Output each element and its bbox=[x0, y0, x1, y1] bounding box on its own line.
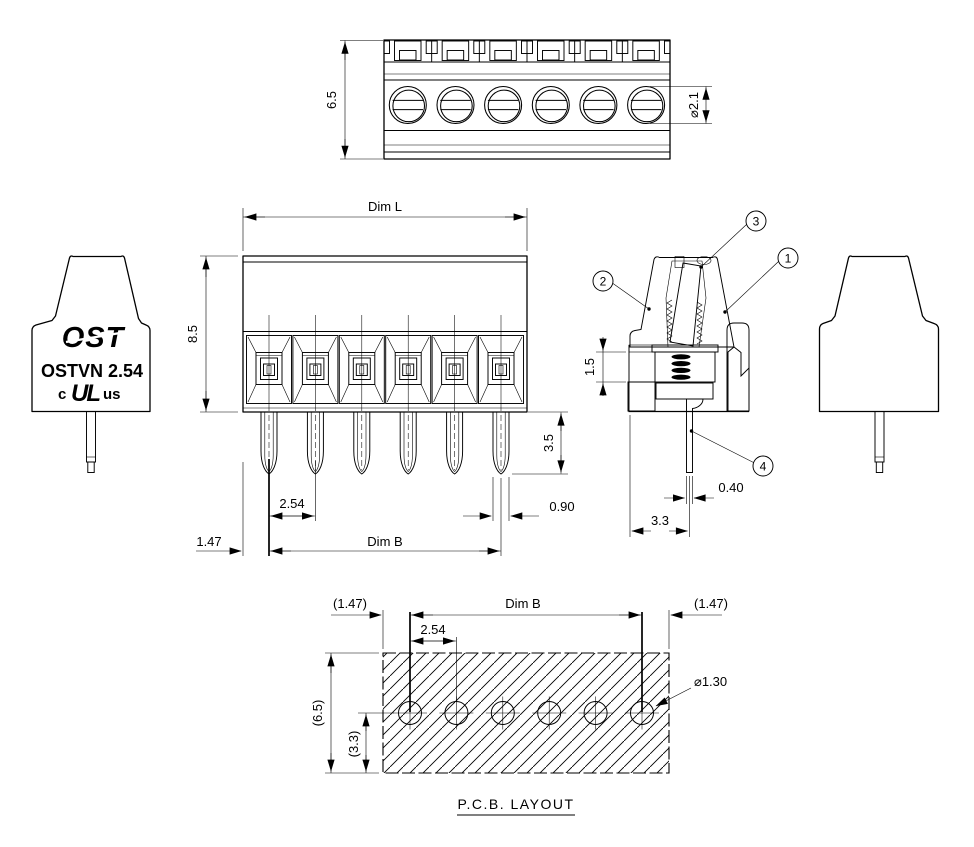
dim-pin-width-label: 0.90 bbox=[549, 499, 574, 514]
top-view bbox=[383, 39, 671, 160]
dim-wire-hole: 1.5 bbox=[582, 337, 626, 396]
section-wire-guard bbox=[674, 256, 685, 268]
pcb-right-offset-label: (1.47) bbox=[694, 596, 728, 611]
dim-l-label: Dim L bbox=[368, 199, 402, 214]
top-view-clamp-tabs bbox=[383, 40, 671, 62]
side-pin bbox=[86, 411, 96, 473]
cert-mark-us: us bbox=[103, 386, 121, 403]
dim-wire-hole-label: 1.5 bbox=[582, 358, 597, 376]
pcb-title-label: P.C.B. LAYOUT bbox=[457, 796, 574, 812]
side-pin bbox=[874, 411, 885, 473]
dim-pin-offset-label: 3.3 bbox=[651, 513, 669, 528]
dim-pin-width: 0.90 bbox=[463, 477, 575, 521]
pcb-title: P.C.B. LAYOUT bbox=[457, 796, 575, 816]
callout-3: 3 bbox=[699, 210, 767, 269]
callout-4-label: 4 bbox=[760, 460, 767, 474]
dim-pcb-right-offset: (1.47) bbox=[668, 596, 728, 649]
dim-pcb-hole-dia: ⌀1.30 bbox=[655, 674, 727, 707]
dim-body-height-label: 8.5 bbox=[185, 325, 200, 343]
dim-edge-offset-label: 1.47 bbox=[196, 534, 221, 549]
dim-pitch-front: 2.54 bbox=[268, 459, 316, 556]
front-view bbox=[242, 255, 528, 475]
callout-4: 4 bbox=[689, 429, 774, 477]
callout-1-label: 1 bbox=[785, 252, 792, 266]
dim-body-height: 8.5 bbox=[185, 255, 238, 413]
section-wire-chamber bbox=[654, 351, 716, 383]
section-rear-tab bbox=[726, 322, 750, 412]
dim-screw-dia-label: ⌀2.1 bbox=[686, 92, 701, 118]
section-thread-left bbox=[666, 299, 673, 343]
dim-pin-length-label: 3.5 bbox=[541, 434, 556, 452]
pcb-hole-dia-label: ⌀1.30 bbox=[694, 674, 727, 689]
section-contact-block bbox=[655, 382, 714, 400]
section-right-wall bbox=[727, 346, 750, 412]
side-view-left: OST OSTVN 2.54 c UL us bbox=[31, 255, 151, 473]
pcb-pitch-label: 2.54 bbox=[420, 622, 445, 637]
dim-pcb-hole-offset: (3.3) bbox=[346, 713, 370, 773]
dim-pitch-front-label: 2.54 bbox=[279, 496, 304, 511]
dim-section-pin-offset: 3.3 bbox=[629, 415, 690, 537]
section-wire-spring bbox=[671, 354, 691, 380]
section-screw-channel bbox=[665, 260, 707, 348]
dim-pcb-pitch: 2.54 bbox=[410, 622, 457, 702]
dim-top-height-label: 6.5 bbox=[324, 91, 339, 109]
callout-2: 2 bbox=[592, 270, 651, 311]
callout-2-label: 2 bbox=[600, 275, 607, 289]
side-view-right bbox=[818, 255, 940, 473]
front-view-centerlines bbox=[268, 315, 502, 411]
pcb-left-offset-label: (1.47) bbox=[333, 596, 367, 611]
dim-pin-thickness-label: 0.40 bbox=[718, 480, 743, 495]
callout-1: 1 bbox=[723, 247, 799, 314]
section-view: 3 1 2 4 1.5 0. bbox=[582, 210, 799, 537]
section-screw bbox=[669, 262, 702, 347]
dim-section-pin-thickness: 0.40 bbox=[664, 476, 744, 504]
section-thread-right bbox=[696, 301, 703, 345]
dim-edge-offset-front: 1.47 bbox=[196, 462, 244, 556]
dim-pcb-left-offset: (1.47) bbox=[331, 596, 384, 649]
dim-pcb-dim-b: Dim B bbox=[409, 596, 643, 712]
section-housing bbox=[629, 256, 735, 348]
cert-mark-c: c bbox=[58, 386, 66, 403]
dim-pcb-height: (6.5) bbox=[310, 652, 379, 774]
pcb-board bbox=[382, 652, 670, 774]
top-view-screws bbox=[388, 85, 666, 125]
dim-pin-length: 3.5 bbox=[512, 411, 568, 475]
front-view-cells bbox=[246, 335, 524, 404]
pcb-dim-b-label: Dim B bbox=[505, 596, 540, 611]
section-clamp-plate bbox=[651, 344, 719, 353]
pcb-layout: (1.47) Dim B (1.47) 2.54 bbox=[310, 596, 728, 816]
section-left-wall bbox=[627, 381, 656, 412]
dim-b-front-label: Dim B bbox=[367, 534, 402, 549]
brand-block: OST OSTVN 2.54 c UL us bbox=[41, 322, 143, 407]
logo-swoosh bbox=[65, 331, 121, 344]
dim-dim-l: Dim L bbox=[242, 199, 528, 251]
dim-dim-b-front: Dim B bbox=[269, 478, 502, 556]
section-pin bbox=[686, 398, 704, 473]
callout-3-label: 3 bbox=[753, 215, 760, 229]
pcb-height-label: (6.5) bbox=[310, 700, 325, 727]
dim-screw-diameter: ⌀2.1 bbox=[650, 86, 712, 124]
cert-mark-ul-icon: UL bbox=[71, 380, 100, 407]
dim-top-height: 6.5 bbox=[324, 40, 383, 160]
model-label: OSTVN 2.54 bbox=[41, 361, 143, 381]
pcb-hole-offset-label: (3.3) bbox=[346, 731, 361, 758]
front-view-pins bbox=[260, 411, 510, 475]
